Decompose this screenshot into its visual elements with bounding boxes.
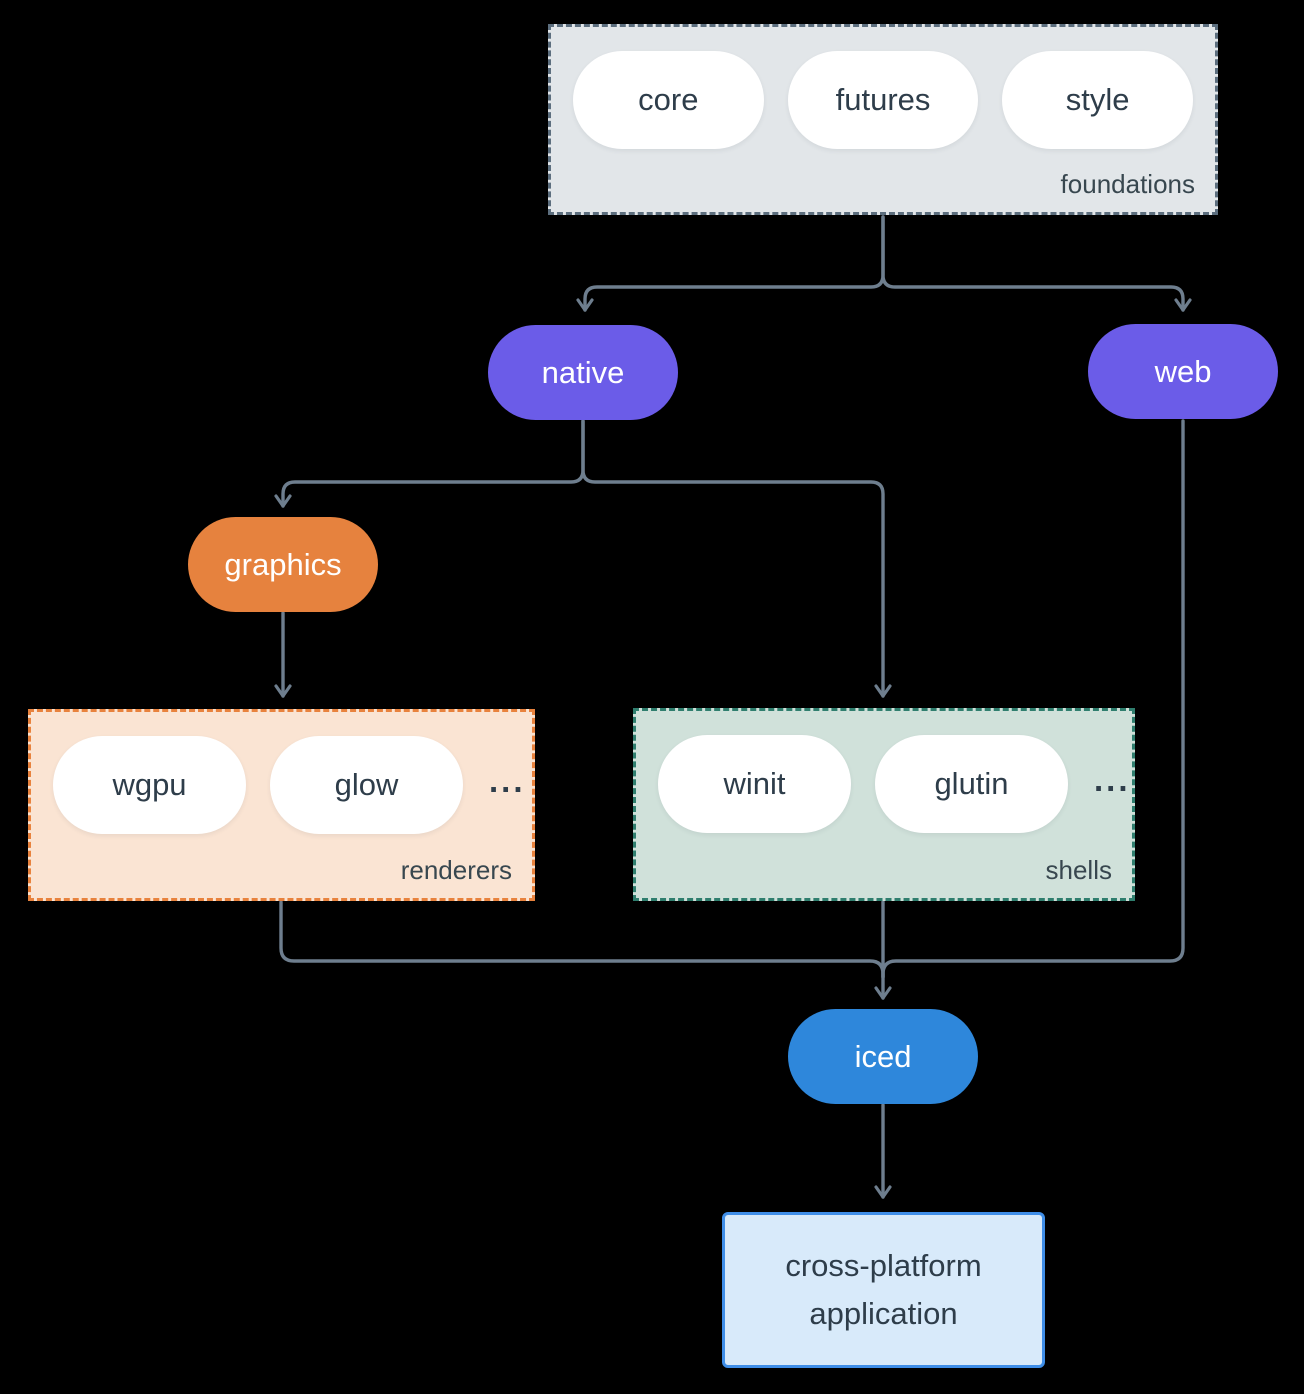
group-foundations: core futures style foundations xyxy=(548,24,1218,215)
edge-native-graphics xyxy=(274,419,585,508)
renderers-items: wgpu glow ... xyxy=(31,712,532,834)
pill-core: core xyxy=(573,51,764,149)
group-label-renderers: renderers xyxy=(400,855,512,885)
pill-wgpu: wgpu xyxy=(53,736,246,834)
renderers-ellipsis: ... xyxy=(489,762,526,799)
edge-foundations-native xyxy=(576,215,885,312)
shells-items: winit glutin ... xyxy=(636,711,1132,833)
node-native: native xyxy=(488,325,678,420)
edge-native-shells xyxy=(581,419,892,698)
pill-glow: glow xyxy=(270,736,463,834)
edge-foundations-web xyxy=(881,215,1192,312)
node-cross-platform-application: cross-platform application xyxy=(722,1212,1045,1368)
group-label-shells: shells xyxy=(1045,855,1112,885)
node-web: web xyxy=(1088,324,1278,419)
group-renderers: wgpu glow ... renderers xyxy=(28,709,535,901)
group-shells: winit glutin ... shells xyxy=(633,708,1135,901)
shells-ellipsis: ... xyxy=(1094,761,1131,798)
foundations-items: core futures style xyxy=(551,27,1215,149)
edge-renderers-merge xyxy=(279,900,885,979)
group-label-foundations: foundations xyxy=(1060,169,1195,199)
pill-glutin: glutin xyxy=(875,735,1068,833)
node-graphics: graphics xyxy=(188,517,378,612)
pill-style: style xyxy=(1002,51,1194,149)
node-iced: iced xyxy=(788,1009,978,1104)
pill-futures: futures xyxy=(787,51,979,149)
pill-winit: winit xyxy=(658,735,851,833)
